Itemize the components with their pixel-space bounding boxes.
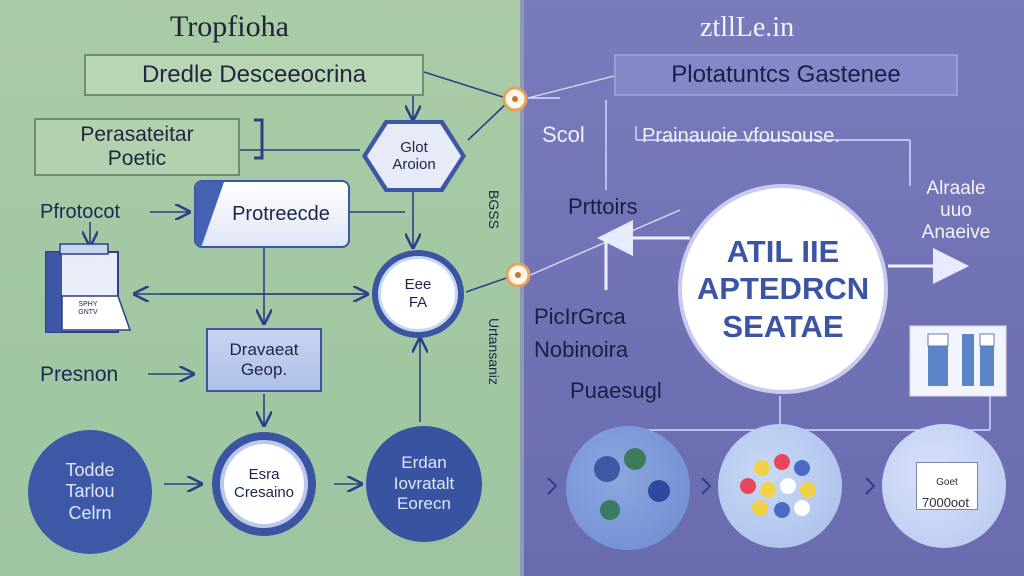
protocol-box[interactable]: Protreecde xyxy=(194,180,350,248)
particle-dot xyxy=(594,456,620,482)
line-subtitle-connector xyxy=(423,71,507,99)
particle-dot xyxy=(760,482,776,498)
bottom-circle-2[interactable]: Esra Cresaino xyxy=(212,432,316,536)
measurement-card-label: Goet xyxy=(936,477,958,488)
center-node-circle[interactable]: Eee FA xyxy=(372,250,464,338)
left-side-label: PicIrGrca Nobinoira xyxy=(534,304,629,362)
database-box[interactable]: Dravaeat Geop. xyxy=(206,328,322,392)
particle-dot xyxy=(754,460,770,476)
panel-divider xyxy=(520,0,524,576)
preparation-label: Presnon xyxy=(40,363,119,386)
measurement-card-value: 7000oot xyxy=(922,495,969,510)
particle-dot xyxy=(740,478,756,494)
right-title: ztllLe.in xyxy=(700,12,795,43)
central-big-circle[interactable]: ATIL IIE APTEDRCN SEATAE xyxy=(678,184,888,394)
scol-label: Scol xyxy=(542,122,585,147)
protocol-box-label: Protreecde xyxy=(232,202,330,225)
measurement-card: Goet xyxy=(916,462,978,510)
hex-node[interactable]: Glot Aroion xyxy=(367,124,461,188)
particle-dot xyxy=(800,482,816,498)
right-side-label: Alraale uuo Anaeive xyxy=(921,178,991,243)
right-subtitle-box: Plotatuntcs Gastenee xyxy=(614,54,958,96)
pranauge-label: Prainauoie vfousouse. xyxy=(642,125,840,147)
vials-icon xyxy=(909,325,1007,397)
particle-dot xyxy=(780,478,796,494)
vertical-label-1: BGSS xyxy=(486,190,502,229)
line-hex-connector xyxy=(467,101,509,141)
particle-dot xyxy=(752,500,768,516)
flask-label: SPHY GNTV xyxy=(78,300,98,316)
puaesugl-label: Puaesugl xyxy=(570,378,662,403)
protocol-label: Pfrotocot xyxy=(40,201,121,223)
particle-circle-1[interactable] xyxy=(566,426,690,550)
particle-dot xyxy=(600,500,620,520)
bottom-circle-3[interactable]: Erdan Iovratalt Eorecn xyxy=(366,426,482,542)
line-node-connector xyxy=(465,275,513,293)
vertical-label-2: Urtansaniz xyxy=(486,318,502,385)
left-title: Tropfioha xyxy=(170,10,289,43)
left-subtitle-box: Dredle Desceeocrina xyxy=(84,54,424,96)
particle-dot xyxy=(648,480,670,502)
flask-icon xyxy=(45,243,132,333)
particle-dot xyxy=(794,500,810,516)
pittoirs-label: Prttoirs xyxy=(568,194,638,219)
bottom-circle-1[interactable]: Todde Tarlou Celrn xyxy=(28,430,152,554)
particle-circle-2[interactable] xyxy=(718,424,842,548)
side-label-box: Perasateitar Poetic xyxy=(34,118,240,176)
particle-dot xyxy=(774,502,790,518)
particle-dot xyxy=(624,448,646,470)
particle-dot xyxy=(774,454,790,470)
particle-dot xyxy=(794,460,810,476)
